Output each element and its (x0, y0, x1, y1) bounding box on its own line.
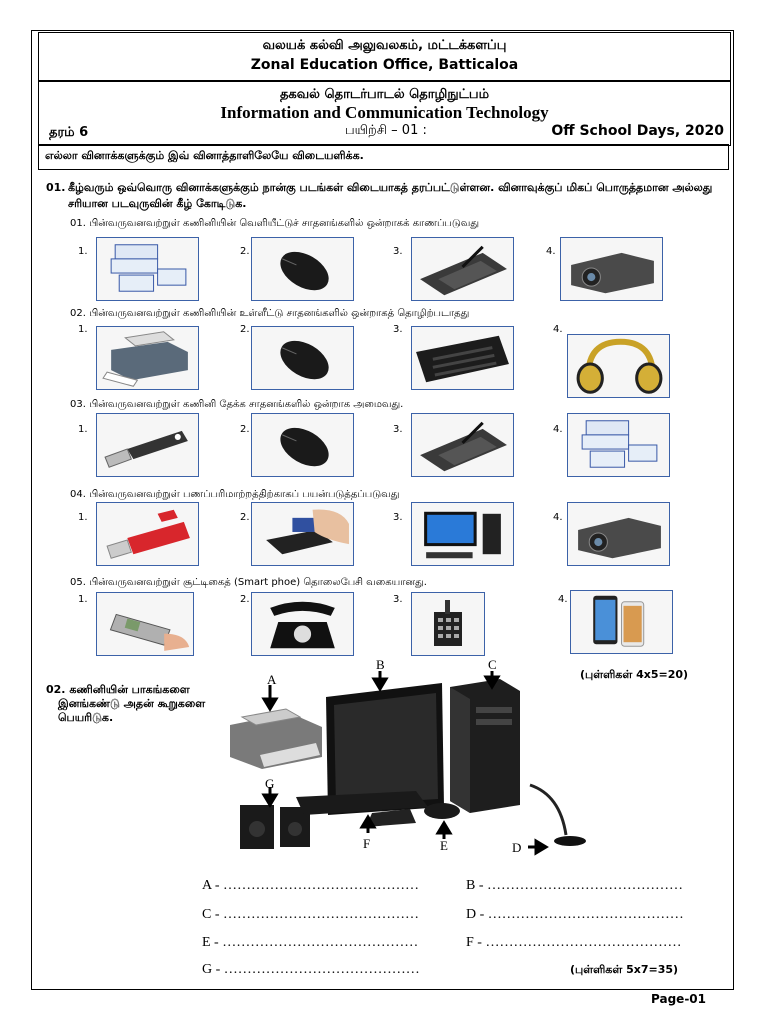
answer-line-d[interactable]: D - …………………………………… (466, 907, 684, 922)
usb-drive-icon[interactable] (96, 413, 199, 477)
option-number: 4. (553, 512, 563, 523)
graphics-tablet-icon[interactable] (411, 413, 514, 477)
instruction: எல்லா வினாக்களுக்கும் இவ் வினாத்தாளிலேயே… (38, 144, 729, 170)
keyboard-icon[interactable] (411, 326, 514, 390)
header-subject: தகவல் தொடர்பாடல் தொழிநுட்பம் Information… (38, 80, 731, 146)
subject-english: Information and Communication Technology (220, 103, 549, 122)
page-border (31, 30, 734, 990)
option-number: 4. (558, 594, 568, 605)
diagram-label-e: E (440, 838, 448, 853)
office-tamil: வலயக் கல்வி அலுவலகம், மட்டக்களப்பு (262, 38, 507, 53)
usb-drive-icon[interactable] (96, 502, 199, 566)
option-number: 2. (240, 594, 250, 605)
sub-question-label: 02. பின்வருவனவற்றுள் கணினியின் உள்ளீட்டு… (70, 308, 470, 319)
food-containers-icon[interactable] (567, 413, 670, 477)
diagram-label-a: A (267, 672, 277, 687)
mobile-phone-icon[interactable] (96, 592, 194, 656)
mouse-icon[interactable] (251, 326, 354, 390)
option-number: 3. (393, 594, 403, 605)
option-number: 2. (240, 424, 250, 435)
q2-marks: (புள்ளிகள் 5x7=35) (570, 963, 679, 976)
option-number: 3. (393, 246, 403, 257)
practice-number: பயிற்சி – 01 : (345, 123, 427, 138)
graphics-tablet-icon[interactable] (411, 237, 514, 301)
question-line: கணினியின் பாகங்களை (69, 683, 190, 696)
option-number: 2. (240, 512, 250, 523)
page-number: Page-01 (651, 992, 706, 1006)
option-number: 2. (240, 324, 250, 335)
question-number: 01. (46, 181, 66, 194)
question-line: இனங்கண்டு அதன் கூறுகளை (58, 697, 206, 710)
mouse-icon[interactable] (251, 413, 354, 477)
option-number: 3. (393, 424, 403, 435)
sub-question-label: 03. பின்வருவனவற்றுள் கணினி தேக்க சாதனங்க… (70, 399, 404, 410)
handset-icon[interactable] (411, 592, 485, 656)
food-containers-icon[interactable] (96, 237, 199, 301)
diagram-label-f: F (363, 836, 371, 851)
projector-icon[interactable] (560, 237, 663, 301)
headphones-icon[interactable] (567, 334, 670, 398)
option-number: 1. (78, 512, 88, 523)
sub-question-label: 05. பின்வருவனவற்றுள் சூட்டிகைத் (Smart p… (70, 577, 427, 588)
computer-parts-diagram (220, 655, 600, 860)
option-number: 4. (546, 246, 556, 257)
diagram-label-c: C (488, 657, 497, 672)
sub-question-label: 01. பின்வருவனவற்றுள் கணினியின் வெளியீட்ட… (70, 218, 480, 229)
option-number: 1. (78, 324, 88, 335)
q1-marks: (புள்ளிகள் 4x5=20) (580, 668, 689, 681)
desktop-computer-icon[interactable] (411, 502, 514, 566)
diagram-label-g: G (265, 776, 275, 791)
question-number: 02. (46, 683, 66, 696)
office-english: Zonal Education Office, Batticaloa (250, 57, 519, 73)
question-line: பெயரிடுக. (58, 711, 114, 724)
card-reader-icon[interactable] (251, 502, 354, 566)
rotary-phone-icon[interactable] (251, 592, 354, 656)
header-office: வலயக் கல்வி அலுவலகம், மட்டக்களப்பு Zonal… (38, 32, 731, 82)
diagram-label-b: B (376, 657, 385, 672)
option-number: 4. (553, 324, 563, 335)
option-number: 1. (78, 594, 88, 605)
answer-line-b[interactable]: B - …………………………………… (466, 878, 683, 893)
answer-line-f[interactable]: F - …………………………………… (466, 935, 682, 950)
answer-line-g[interactable]: G - …………………………………… (202, 962, 420, 977)
projector-icon[interactable] (567, 502, 670, 566)
term-label: Off School Days, 2020 (551, 123, 724, 139)
question-text: கீழ்வரும் ஒவ்வொரு வினாக்களுக்கும் நான்கு… (68, 181, 713, 210)
grade: தரம் 6 (49, 125, 89, 140)
sub-question-label: 04. பின்வருவனவற்றுள் பணப்பரிமாற்றத்திற்க… (70, 489, 400, 500)
option-number: 3. (393, 512, 403, 523)
smartphones-icon[interactable] (570, 590, 673, 654)
option-number: 3. (393, 324, 403, 335)
option-number: 2. (240, 246, 250, 257)
answer-line-e[interactable]: E - …………………………………… (202, 935, 419, 950)
printer-icon[interactable] (96, 326, 199, 390)
diagram-label-d: D (512, 840, 522, 855)
option-number: 4. (553, 424, 563, 435)
answer-line-a[interactable]: A - …………………………………… (202, 878, 419, 893)
mouse-icon[interactable] (251, 237, 354, 301)
option-number: 1. (78, 246, 88, 257)
answer-line-c[interactable]: C - …………………………………… (202, 907, 419, 922)
question-2: 02. கணினியின் பாகங்களை இனங்கண்டு அதன் கூ… (46, 683, 205, 725)
option-number: 1. (78, 424, 88, 435)
subject-tamil: தகவல் தொடர்பாடல் தொழிநுட்பம் (279, 87, 490, 102)
question-1: 01. கீழ்வரும் ஒவ்வொரு வினாக்களுக்கும் நா… (46, 180, 716, 212)
